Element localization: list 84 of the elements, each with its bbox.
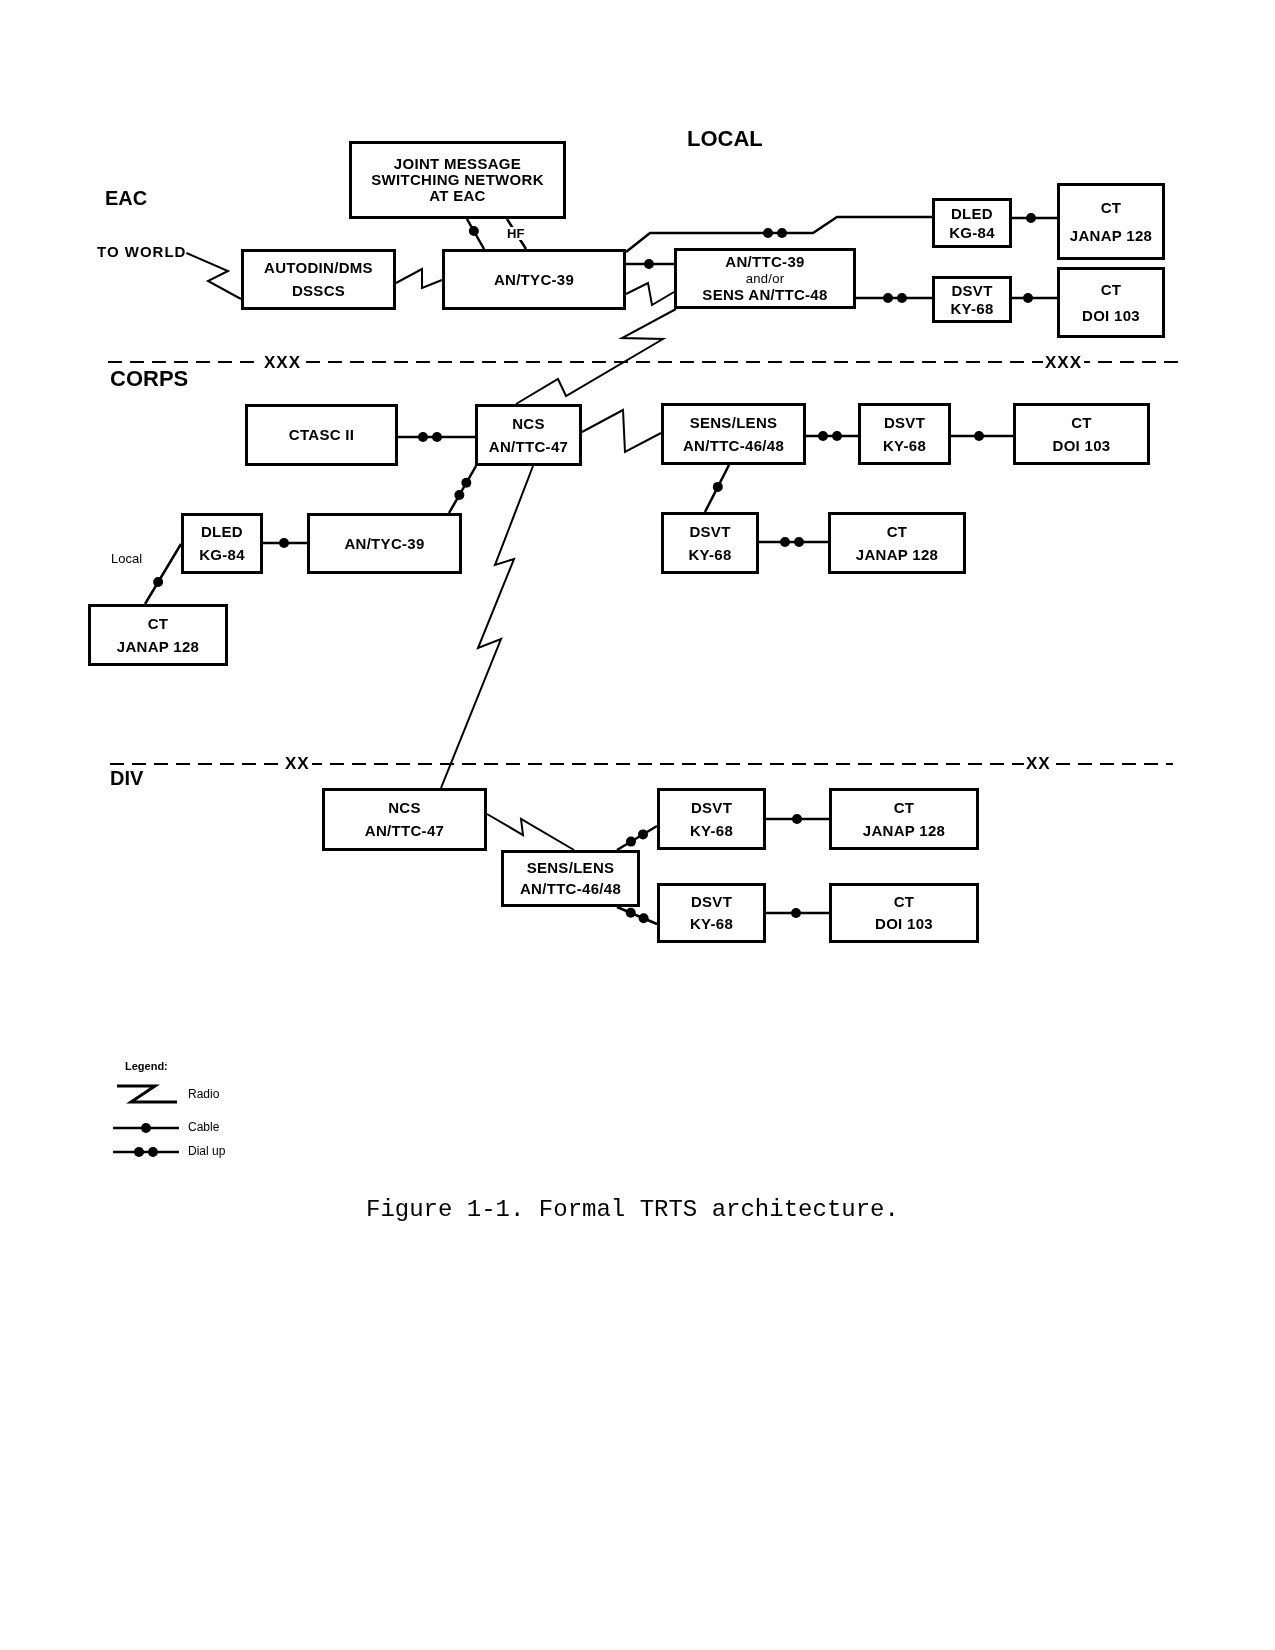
equipment-label: AN/TTC-47: [488, 438, 569, 455]
equipment-label: DSVT: [690, 799, 733, 816]
equipment-label: CT: [147, 615, 169, 632]
equipment-label: JANAP 128: [855, 546, 939, 563]
equipment-label: JOINT MESSAGE SWITCHING NETWORK AT EAC: [370, 156, 545, 204]
equipment-label: AUTODIN/DMS: [264, 260, 373, 276]
equipment-label: and/or: [745, 271, 785, 286]
legend-heading: Legend:: [125, 1061, 168, 1072]
equipment-label: DSVT: [690, 893, 733, 910]
equipment-box: [829, 883, 979, 943]
equipment-label: DOI 103: [1082, 307, 1140, 324]
equipment-box: [1013, 403, 1150, 465]
equipment-box: [657, 883, 766, 943]
equipment-box: [307, 513, 462, 574]
equipment-label: DOI 103: [875, 916, 933, 933]
equipment-label: CT: [1071, 414, 1092, 431]
echelon-symbol: XX: [1024, 755, 1053, 772]
equipment-label: JANAP 128: [116, 638, 200, 655]
echelon-symbol: XXX: [1043, 354, 1085, 371]
equipment-box: [88, 604, 228, 666]
equipment-label: KY-68: [950, 300, 994, 317]
equipment-label: DSVT: [951, 282, 993, 299]
equipment-label: AN/TTC-47: [364, 823, 445, 840]
equipment-label: KY-68: [689, 916, 734, 933]
equipment-label: AN/TTC-46/48: [682, 437, 785, 454]
equipment-label: KY-68: [689, 822, 734, 839]
section-heading: LOCAL: [687, 128, 763, 150]
equipment-label: AN/TYC-39: [344, 535, 425, 552]
equipment-label: SENS/LENS: [526, 859, 615, 876]
equipment-label: SENS AN/TTC-48: [702, 287, 828, 303]
equipment-box: [858, 403, 951, 465]
equipment-box: [674, 248, 856, 309]
equipment-label: DOI 103: [1052, 437, 1111, 454]
equipment-label: CT: [893, 799, 915, 816]
equipment-box: [181, 513, 263, 574]
echelon-heading: CORPS: [110, 368, 189, 390]
equipment-label: KY-68: [882, 437, 927, 454]
equipment-label: CT: [1100, 281, 1122, 298]
equipment-box: [661, 512, 759, 574]
equipment-box: [1057, 267, 1165, 338]
equipment-box: [245, 404, 398, 466]
edge-label: HF: [506, 227, 526, 240]
equipment-label: DSVT: [883, 414, 926, 431]
equipment-box: [241, 249, 396, 310]
legend-label: Cable: [188, 1121, 220, 1133]
echelon-symbol: XX: [283, 755, 312, 772]
equipment-label: NCS: [512, 415, 545, 432]
equipment-label: KG-84: [199, 547, 245, 563]
equipment-label: AN/TTC-39: [725, 253, 805, 270]
edge-label: Local: [111, 552, 143, 565]
equipment-label: KG-84: [949, 224, 995, 241]
equipment-label: JANAP 128: [1069, 227, 1153, 244]
equipment-box: [442, 249, 626, 310]
equipment-label: AN/TTC-46/48: [519, 881, 622, 898]
legend-label: Dial up: [188, 1145, 226, 1157]
equipment-label: JANAP 128: [862, 822, 946, 839]
equipment-label: CTASC II: [288, 427, 355, 443]
equipment-label: CT: [886, 523, 908, 540]
equipment-label: KY-68: [688, 546, 732, 563]
echelon-heading: EAC: [105, 188, 148, 208]
equipment-label: DLED: [200, 524, 243, 540]
equipment-label: DSVT: [689, 523, 731, 540]
figure-caption: Figure 1-1. Formal TRTS architecture.: [366, 1198, 899, 1222]
equipment-box: [932, 198, 1012, 248]
equipment-box: [501, 850, 640, 907]
equipment-box: [657, 788, 766, 850]
equipment-box: [828, 512, 966, 574]
equipment-box: [349, 141, 566, 219]
equipment-box: [932, 276, 1012, 323]
equipment-box: [829, 788, 979, 850]
legend-label: Radio: [188, 1088, 220, 1100]
equipment-label: DSSCS: [291, 283, 346, 299]
equipment-label: DLED: [950, 205, 993, 222]
equipment-label: AN/TYC-39: [493, 271, 575, 288]
equipment-label: CT: [1100, 199, 1122, 216]
equipment-label: SENS/LENS: [689, 414, 778, 431]
equipment-box: [322, 788, 487, 851]
equipment-label: CT: [893, 893, 915, 910]
equipment-box: [475, 404, 582, 466]
destination-label: TO WORLD: [97, 244, 187, 259]
echelon-heading: DIV: [110, 768, 144, 788]
equipment-label: NCS: [388, 799, 421, 816]
equipment-box: [1057, 183, 1165, 260]
equipment-box: [661, 403, 806, 465]
